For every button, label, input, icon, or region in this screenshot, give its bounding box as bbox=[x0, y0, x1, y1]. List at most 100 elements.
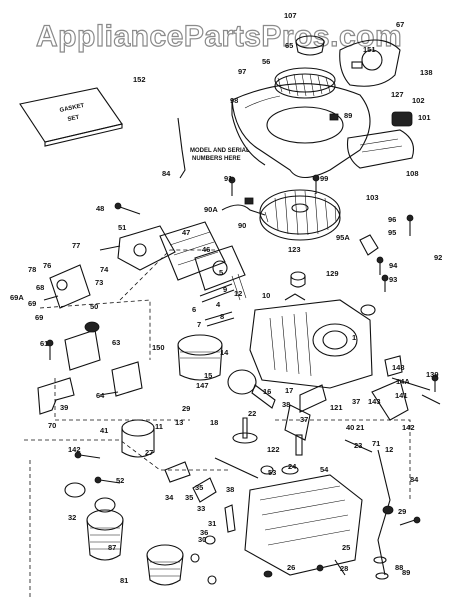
part-number-label: 13 bbox=[175, 418, 183, 427]
part-number-label: 63 bbox=[112, 338, 120, 347]
part-number-label: 81 bbox=[120, 576, 128, 585]
part-number-label: 84 bbox=[410, 475, 419, 484]
part-number-label: 30 bbox=[198, 535, 206, 544]
flywheel-icon bbox=[259, 189, 341, 241]
part-number-label: 14 bbox=[220, 348, 229, 357]
part-number-label: 61 bbox=[40, 339, 48, 348]
part-number-label: 121 bbox=[330, 403, 343, 412]
valve-assembly-icon bbox=[199, 273, 247, 327]
part-number-label: 87 bbox=[108, 543, 116, 552]
watermark-text: AppliancePartsPros.com bbox=[36, 20, 402, 53]
crankshaft-icon bbox=[284, 384, 327, 456]
piston-pin-icon bbox=[227, 369, 257, 395]
part-number-label: 108 bbox=[406, 169, 419, 178]
part-number-label: 8 bbox=[220, 312, 224, 321]
rewind-starter-icon bbox=[339, 39, 401, 87]
part-number-label: 76 bbox=[43, 261, 51, 270]
part-number-label: 69 bbox=[28, 299, 36, 308]
bolt-fasteners-icon bbox=[43, 174, 441, 585]
part-number-label: 89 bbox=[344, 111, 352, 120]
part-number-label: 12 bbox=[234, 289, 242, 298]
part-number-label: 18 bbox=[210, 418, 218, 427]
carburetor-icon bbox=[99, 225, 176, 271]
part-number-label: 33 bbox=[197, 504, 205, 513]
fuel-pump-icon bbox=[64, 329, 101, 371]
mounting-bracket-icon bbox=[37, 377, 75, 415]
part-number-label: 31 bbox=[208, 519, 216, 528]
part-number-label: 29 bbox=[182, 404, 190, 413]
part-number-label: 69A bbox=[10, 293, 24, 302]
part-number-label: 37 bbox=[352, 397, 360, 406]
filter-cap-icon bbox=[64, 482, 116, 513]
part-number-label: 142 bbox=[402, 423, 415, 432]
part-number-label: 138 bbox=[420, 68, 433, 77]
part-number-label: 21 bbox=[356, 423, 364, 432]
engine-block-icon bbox=[249, 299, 373, 389]
assembly-guide-lines bbox=[24, 249, 411, 600]
part-number-label: 4 bbox=[216, 300, 221, 309]
part-number-label: 38 bbox=[226, 485, 234, 494]
decal-text-line1: MODEL AND SERIAL bbox=[190, 148, 250, 154]
part-number-label: 94 bbox=[389, 261, 398, 270]
part-number-label: 73 bbox=[95, 278, 103, 287]
fuel-filter-icon bbox=[121, 419, 155, 458]
part-number-label: 41 bbox=[100, 426, 108, 435]
part-number-label: 127 bbox=[391, 90, 404, 99]
part-number-label: 50 bbox=[90, 302, 98, 311]
part-number-label: 9 bbox=[223, 285, 227, 294]
part-number-label: 11 bbox=[155, 422, 163, 431]
part-number-label: 37 bbox=[300, 415, 308, 424]
spark-plug-boot-icon bbox=[244, 197, 254, 205]
part-number-label: 40 bbox=[346, 423, 354, 432]
part-number-label: 93 bbox=[389, 275, 397, 284]
part-number-label: 77 bbox=[72, 241, 80, 250]
part-number-label: 35 bbox=[195, 483, 203, 492]
part-number-label: 24 bbox=[288, 462, 297, 471]
part-number-label: 34 bbox=[165, 493, 174, 502]
part-number-label: 103 bbox=[366, 193, 379, 202]
part-number-label: 56 bbox=[262, 57, 270, 66]
part-number-label: 142 bbox=[68, 445, 81, 454]
part-number-label: 26 bbox=[287, 563, 295, 572]
part-number-label: 89 bbox=[402, 568, 410, 577]
part-number-label: 28 bbox=[340, 564, 348, 573]
control-bracket-icon bbox=[371, 355, 409, 421]
blower-housing-icon bbox=[231, 83, 371, 179]
part-number-label: 90A bbox=[204, 205, 218, 214]
part-number-label: 95 bbox=[388, 228, 396, 237]
part-number-label: 139 bbox=[426, 370, 439, 379]
screen-cup-body-icon bbox=[295, 41, 325, 56]
part-number-label: 68 bbox=[36, 283, 44, 292]
part-number-label: 16 bbox=[263, 387, 271, 396]
part-number-label: 88 bbox=[395, 563, 403, 572]
part-number-label: 29 bbox=[398, 507, 406, 516]
part-number-label: 90 bbox=[238, 221, 246, 230]
part-number-label: 48 bbox=[96, 204, 104, 213]
part-number-label: 7 bbox=[197, 320, 201, 329]
part-number-label: 107 bbox=[284, 11, 297, 20]
part-number-label: 27 bbox=[145, 448, 153, 457]
part-number-label: 23 bbox=[354, 441, 362, 450]
part-number-label: 32 bbox=[68, 513, 76, 522]
part-number-label: 95A bbox=[336, 233, 350, 242]
part-number-label: 36 bbox=[200, 528, 208, 537]
part-number-label: 22 bbox=[248, 409, 256, 418]
part-number-label: 91 bbox=[224, 174, 232, 183]
part-number-label: 96 bbox=[388, 215, 396, 224]
part-number-label: 47 bbox=[182, 228, 190, 237]
part-number-label: 122 bbox=[267, 445, 280, 454]
part-number-label: 98 bbox=[230, 96, 238, 105]
gasket-set-label-line1: GASKET bbox=[59, 103, 85, 114]
filter-element-icon bbox=[146, 544, 184, 586]
part-number-label: 102 bbox=[412, 96, 425, 105]
decal-text-line2: NUMBERS HERE bbox=[192, 156, 241, 162]
throttle-link-icon bbox=[111, 361, 143, 397]
part-number-label: 17 bbox=[285, 386, 293, 395]
part-number-label: 74 bbox=[100, 265, 109, 274]
part-number-label: 78 bbox=[28, 265, 36, 274]
oil-seal-icon bbox=[84, 321, 100, 333]
part-number-label: 150 bbox=[152, 343, 165, 352]
